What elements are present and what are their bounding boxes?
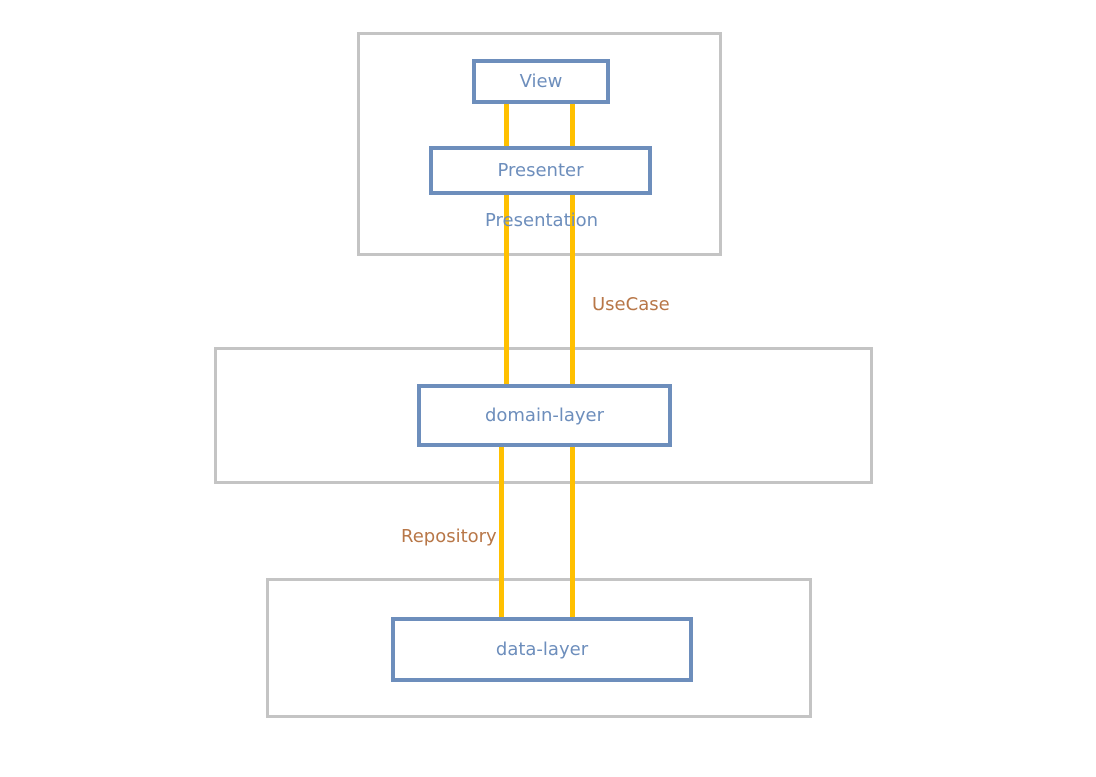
- presentation-layer-container: [357, 32, 722, 256]
- presentation-group-label: Presentation: [485, 210, 599, 231]
- usecase-edge-label: UseCase: [592, 294, 670, 315]
- data-layer-container: [266, 578, 812, 718]
- presenter-node-label: Presenter: [497, 160, 584, 181]
- connector-view-presenter-left: [504, 100, 509, 150]
- domain-layer-node: domain-layer: [417, 384, 672, 447]
- repository-edge-label: Repository: [401, 526, 497, 547]
- data-layer-node: data-layer: [391, 617, 693, 682]
- connector-view-presenter-right: [570, 100, 575, 150]
- data-layer-node-label: data-layer: [495, 639, 589, 660]
- presenter-node: Presenter: [429, 146, 652, 195]
- connector-presenter-domain-right: [570, 192, 575, 387]
- domain-layer-container: [214, 347, 873, 484]
- connector-presenter-domain-left: [504, 192, 509, 387]
- view-node-label: View: [519, 71, 563, 92]
- connector-domain-data-left: [499, 444, 504, 620]
- view-node: View: [472, 59, 610, 104]
- domain-layer-node-label: domain-layer: [484, 405, 605, 426]
- connector-domain-data-right: [570, 444, 575, 620]
